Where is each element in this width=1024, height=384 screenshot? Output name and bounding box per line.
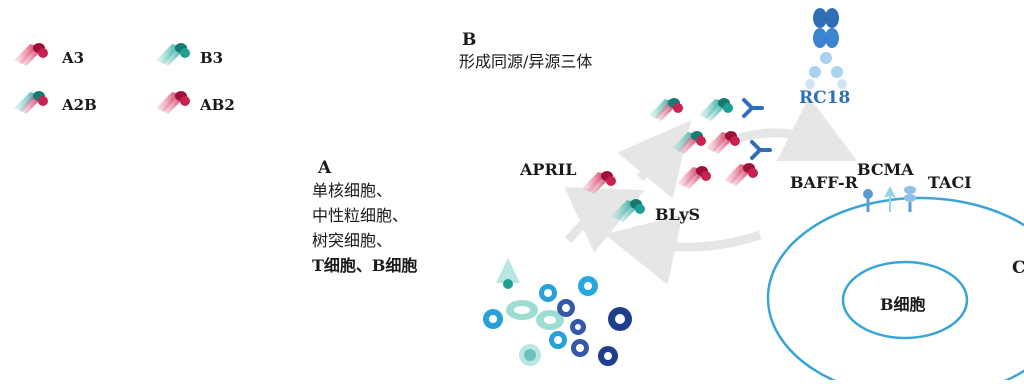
taci-label: TACI bbox=[928, 173, 972, 192]
april-label: APRIL bbox=[520, 160, 577, 179]
panel-a-line-3: 树突细胞、 bbox=[312, 231, 393, 250]
panel-c-letter: C bbox=[1012, 258, 1024, 278]
taci-receptor-icon bbox=[904, 186, 916, 212]
rc18-label: RC18 bbox=[799, 88, 851, 108]
bcma-label: BCMA bbox=[857, 160, 914, 179]
legend-label-ab2: AB2 bbox=[200, 96, 235, 114]
panel-a-line-2: 中性粒细胞、 bbox=[312, 206, 409, 225]
rc18-icon bbox=[805, 8, 847, 89]
b-cell bbox=[766, 196, 1024, 384]
panel-a-line-1: 单核细胞、 bbox=[312, 181, 393, 200]
legend-label-a2b: A2B bbox=[62, 96, 97, 114]
panel-a-letter: A bbox=[318, 158, 332, 178]
flow-arrow-return bbox=[604, 214, 762, 285]
legend-icon-a2b bbox=[14, 91, 48, 114]
flow-arrow-up-left bbox=[564, 187, 645, 253]
legend-label-a3: A3 bbox=[62, 49, 85, 67]
b-cell-label: B细胞 bbox=[880, 295, 926, 314]
trimer-cluster bbox=[649, 98, 758, 189]
blys-icon bbox=[611, 199, 645, 222]
legend-label-b3: B3 bbox=[200, 49, 224, 67]
bcma-receptor-icon bbox=[884, 186, 896, 212]
flow-arrow-top-right bbox=[738, 96, 858, 162]
legend-icon-b3 bbox=[156, 43, 190, 66]
april-icon bbox=[582, 171, 616, 194]
panel-b-caption: 形成同源/异源三体 bbox=[459, 52, 593, 71]
flow-arrow-up-mid bbox=[617, 120, 692, 199]
blys-label: BLyS bbox=[655, 205, 701, 224]
panel-b-letter: B bbox=[462, 30, 477, 50]
legend-icon-ab2 bbox=[156, 91, 190, 114]
immune-cells-cluster bbox=[483, 258, 632, 366]
baffr-receptor-icon bbox=[863, 189, 873, 212]
baffr-label: BAFF-R bbox=[790, 173, 858, 192]
panel-a-line-4: T细胞、B细胞 bbox=[312, 256, 418, 275]
legend-icon-a3 bbox=[14, 43, 48, 66]
